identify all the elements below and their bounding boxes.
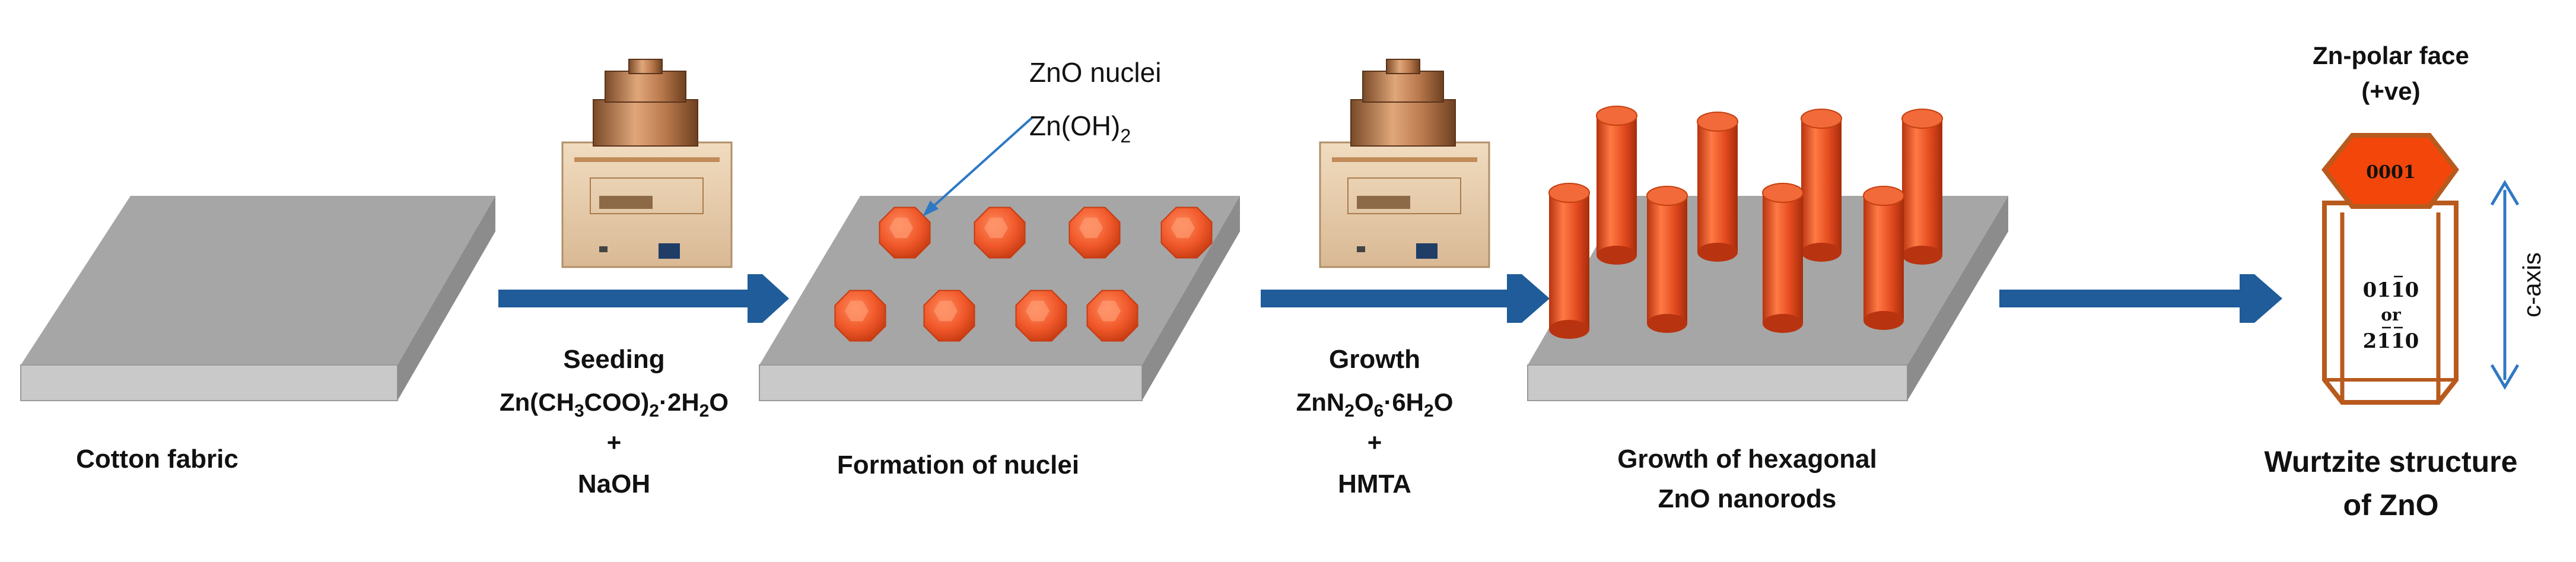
seeding-formula: Zn(CH3COO)2·2H2O bbox=[500, 388, 729, 421]
nuclei-callout-arrowhead bbox=[923, 201, 939, 217]
arrow-seeding bbox=[498, 274, 789, 323]
zno-nucleus bbox=[1068, 207, 1121, 259]
side-face-index: 0110 or 2110 bbox=[2363, 275, 2419, 353]
top-face-index: 0001 bbox=[2366, 162, 2416, 183]
growth-caption-line-1: Growth of hexagonal bbox=[1617, 444, 1877, 474]
zno-nanorod bbox=[1646, 186, 1688, 333]
zn-polar-charge-label: (+ve) bbox=[2361, 77, 2420, 105]
zno-nanorod bbox=[1863, 186, 1904, 330]
nuclei-callout-label-1: ZnO nuclei bbox=[1029, 57, 1161, 88]
zno-nanorod bbox=[1901, 109, 1943, 265]
zno-nanorod bbox=[1548, 183, 1590, 339]
nuclei-callout-line bbox=[927, 116, 1033, 212]
cotton-fabric-slab bbox=[20, 196, 495, 401]
nuclei-callout-label-2: Zn(OH)2 bbox=[1029, 110, 1131, 147]
zno-nucleus bbox=[834, 290, 886, 342]
arrow-structure bbox=[1999, 274, 2282, 323]
zno-nuclei bbox=[834, 207, 1213, 342]
svg-text:or: or bbox=[2381, 305, 2402, 325]
growth-caption-line-2: ZnO nanorods bbox=[1658, 484, 1837, 513]
zno-nucleus bbox=[1086, 290, 1138, 342]
growth-plus: + bbox=[1367, 428, 1382, 456]
svg-text:0110: 0110 bbox=[2363, 278, 2419, 302]
c-axis-arrow bbox=[2490, 180, 2520, 390]
zno-nucleus bbox=[879, 207, 931, 259]
c-axis-label: c-axis bbox=[2518, 252, 2546, 317]
growth-title: Growth bbox=[1329, 345, 1420, 374]
reactor-2 bbox=[1319, 59, 1490, 268]
zno-nanorod bbox=[1762, 183, 1804, 333]
cotton-fabric-label: Cotton fabric bbox=[76, 444, 238, 474]
zn-polar-face-label: Zn-polar face bbox=[2313, 42, 2469, 69]
zno-nanorod bbox=[1801, 109, 1842, 262]
zno-nanorods bbox=[1548, 106, 1943, 339]
zno-nucleus bbox=[1015, 290, 1067, 342]
seeding-title: Seeding bbox=[563, 345, 664, 374]
wurtzite-hexagonal-prism bbox=[2321, 133, 2460, 405]
reactor-1 bbox=[561, 59, 733, 268]
formation-of-nuclei-label: Formation of nuclei bbox=[837, 450, 1079, 480]
zno-nucleus bbox=[1160, 207, 1213, 259]
seeding-plus: + bbox=[607, 428, 622, 456]
wurtzite-title-line-1: Wurtzite structure bbox=[2265, 445, 2518, 478]
seeding-reagent-naoh: NaOH bbox=[578, 469, 650, 499]
zno-nucleus bbox=[923, 290, 975, 342]
zno-nanorod bbox=[1596, 106, 1637, 265]
arrow-growth bbox=[1261, 274, 1550, 323]
zno-nucleus bbox=[974, 207, 1026, 259]
wurtzite-title-line-2: of ZnO bbox=[2343, 488, 2438, 522]
growth-reagent-hmta: HMTA bbox=[1338, 469, 1411, 499]
zno-nanorod bbox=[1697, 112, 1738, 262]
growth-formula: ZnN2O6·6H2O bbox=[1296, 388, 1454, 421]
svg-text:2110: 2110 bbox=[2363, 329, 2419, 353]
zn-polar-top-face bbox=[2321, 133, 2460, 209]
